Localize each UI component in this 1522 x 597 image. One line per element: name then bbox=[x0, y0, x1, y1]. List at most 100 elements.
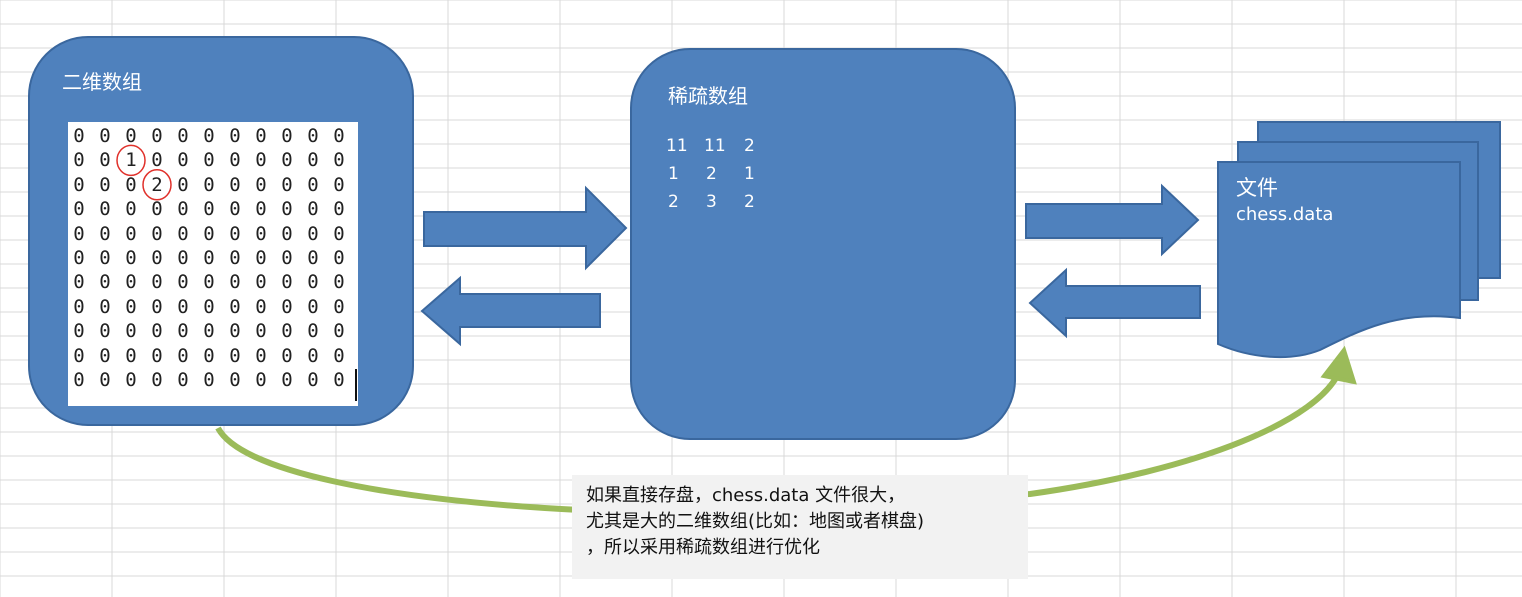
matrix-cell: 2 bbox=[151, 173, 163, 196]
matrix-cell: 0 bbox=[229, 320, 241, 343]
matrix-cell: 0 bbox=[177, 344, 189, 367]
sparse-cell: 2 bbox=[668, 192, 679, 212]
matrix-cell: 0 bbox=[151, 222, 163, 245]
matrix-cell: 0 bbox=[255, 344, 267, 367]
matrix-cell: 0 bbox=[73, 198, 85, 221]
file-name: chess.data bbox=[1236, 204, 1334, 225]
matrix-cell: 0 bbox=[307, 198, 319, 221]
matrix-cell: 0 bbox=[151, 149, 163, 172]
matrix-cell: 0 bbox=[151, 344, 163, 367]
highlight-circle bbox=[116, 144, 146, 177]
matrix-cell: 0 bbox=[333, 344, 345, 367]
matrix-cell: 0 bbox=[333, 247, 345, 269]
matrix-cell: 0 bbox=[99, 369, 111, 391]
matrix-cell: 0 bbox=[203, 222, 215, 245]
matrix-cell: 0 bbox=[203, 173, 215, 196]
matrix-cell: 0 bbox=[333, 173, 345, 196]
matrix-cell: 0 bbox=[125, 222, 137, 245]
sparse-cell: 2 bbox=[744, 136, 755, 156]
sparse-cell: 1 bbox=[744, 164, 755, 184]
matrix-cell: 0 bbox=[281, 320, 293, 343]
matrix-cell: 0 bbox=[203, 125, 215, 147]
matrix-cell: 0 bbox=[307, 295, 319, 318]
matrix-cell: 0 bbox=[281, 173, 293, 196]
matrix-cell: 0 bbox=[333, 320, 345, 343]
matrix-cell: 0 bbox=[125, 198, 137, 221]
sparse-cell: 2 bbox=[744, 192, 755, 212]
matrix-cell: 0 bbox=[333, 369, 345, 391]
matrix-cell: 0 bbox=[307, 149, 319, 172]
matrix-cell: 0 bbox=[203, 320, 215, 343]
matrix-cell: 0 bbox=[177, 198, 189, 221]
matrix-cell: 0 bbox=[99, 198, 111, 221]
matrix-cell: 0 bbox=[73, 222, 85, 245]
matrix-cell: 0 bbox=[281, 344, 293, 367]
matrix-cell: 0 bbox=[151, 271, 163, 294]
matrix-cell: 0 bbox=[177, 149, 189, 172]
matrix-cell: 0 bbox=[229, 198, 241, 221]
matrix-cell: 0 bbox=[229, 295, 241, 318]
matrix-cell: 0 bbox=[229, 247, 241, 269]
matrix-cell: 0 bbox=[73, 247, 85, 269]
highlight-circles bbox=[116, 144, 172, 201]
matrix-cell: 0 bbox=[125, 369, 137, 391]
sparse-cell: 2 bbox=[706, 164, 717, 184]
highlight-circle bbox=[142, 169, 172, 201]
matrix-cell: 0 bbox=[151, 320, 163, 343]
matrix-cell: 0 bbox=[177, 320, 189, 343]
matrix-cell: 0 bbox=[307, 344, 319, 367]
matrix-cell: 0 bbox=[151, 369, 163, 391]
matrix-cell: 0 bbox=[177, 369, 189, 391]
matrix-cell: 0 bbox=[203, 198, 215, 221]
matrix-cell: 0 bbox=[203, 369, 215, 391]
matrix-cell: 0 bbox=[73, 125, 85, 147]
matrix-cell: 0 bbox=[281, 149, 293, 172]
matrix-cell: 0 bbox=[151, 295, 163, 318]
matrix-cell: 0 bbox=[125, 344, 137, 367]
matrix-cell: 0 bbox=[177, 271, 189, 294]
matrix-cell: 0 bbox=[255, 247, 267, 269]
matrix-cell: 0 bbox=[307, 125, 319, 147]
note-callout: 如果直接存盘，chess.data 文件很大， 尤其是大的二维数组(比如：地图或… bbox=[572, 475, 1028, 579]
matrix-cell: 0 bbox=[203, 271, 215, 294]
matrix-cell: 0 bbox=[125, 271, 137, 294]
matrix-cell: 0 bbox=[333, 125, 345, 147]
matrix-cell: 0 bbox=[255, 198, 267, 221]
matrix-cell: 0 bbox=[255, 222, 267, 245]
matrix-cell: 0 bbox=[229, 173, 241, 196]
matrix-cell: 0 bbox=[281, 247, 293, 269]
matrix-cell: 0 bbox=[73, 320, 85, 343]
matrix-cell: 0 bbox=[151, 125, 163, 147]
matrix-cell: 0 bbox=[99, 295, 111, 318]
matrix-cell: 0 bbox=[281, 271, 293, 294]
matrix-cell: 0 bbox=[281, 222, 293, 245]
matrix-cell: 0 bbox=[307, 247, 319, 269]
matrix-cell: 0 bbox=[333, 149, 345, 172]
matrix-cell: 0 bbox=[177, 173, 189, 196]
sparse-cell: 11 bbox=[704, 136, 726, 156]
matrix-cell: 0 bbox=[99, 125, 111, 147]
matrix-cell: 0 bbox=[229, 125, 241, 147]
matrix-cell: 0 bbox=[125, 320, 137, 343]
matrix-cell: 0 bbox=[307, 271, 319, 294]
matrix-cell: 0 bbox=[307, 320, 319, 343]
matrix-cell: 0 bbox=[281, 369, 293, 391]
matrix-cell: 0 bbox=[333, 198, 345, 221]
matrix-cell: 0 bbox=[73, 295, 85, 318]
matrix-cell: 0 bbox=[255, 173, 267, 196]
matrix-cell: 0 bbox=[151, 198, 163, 221]
